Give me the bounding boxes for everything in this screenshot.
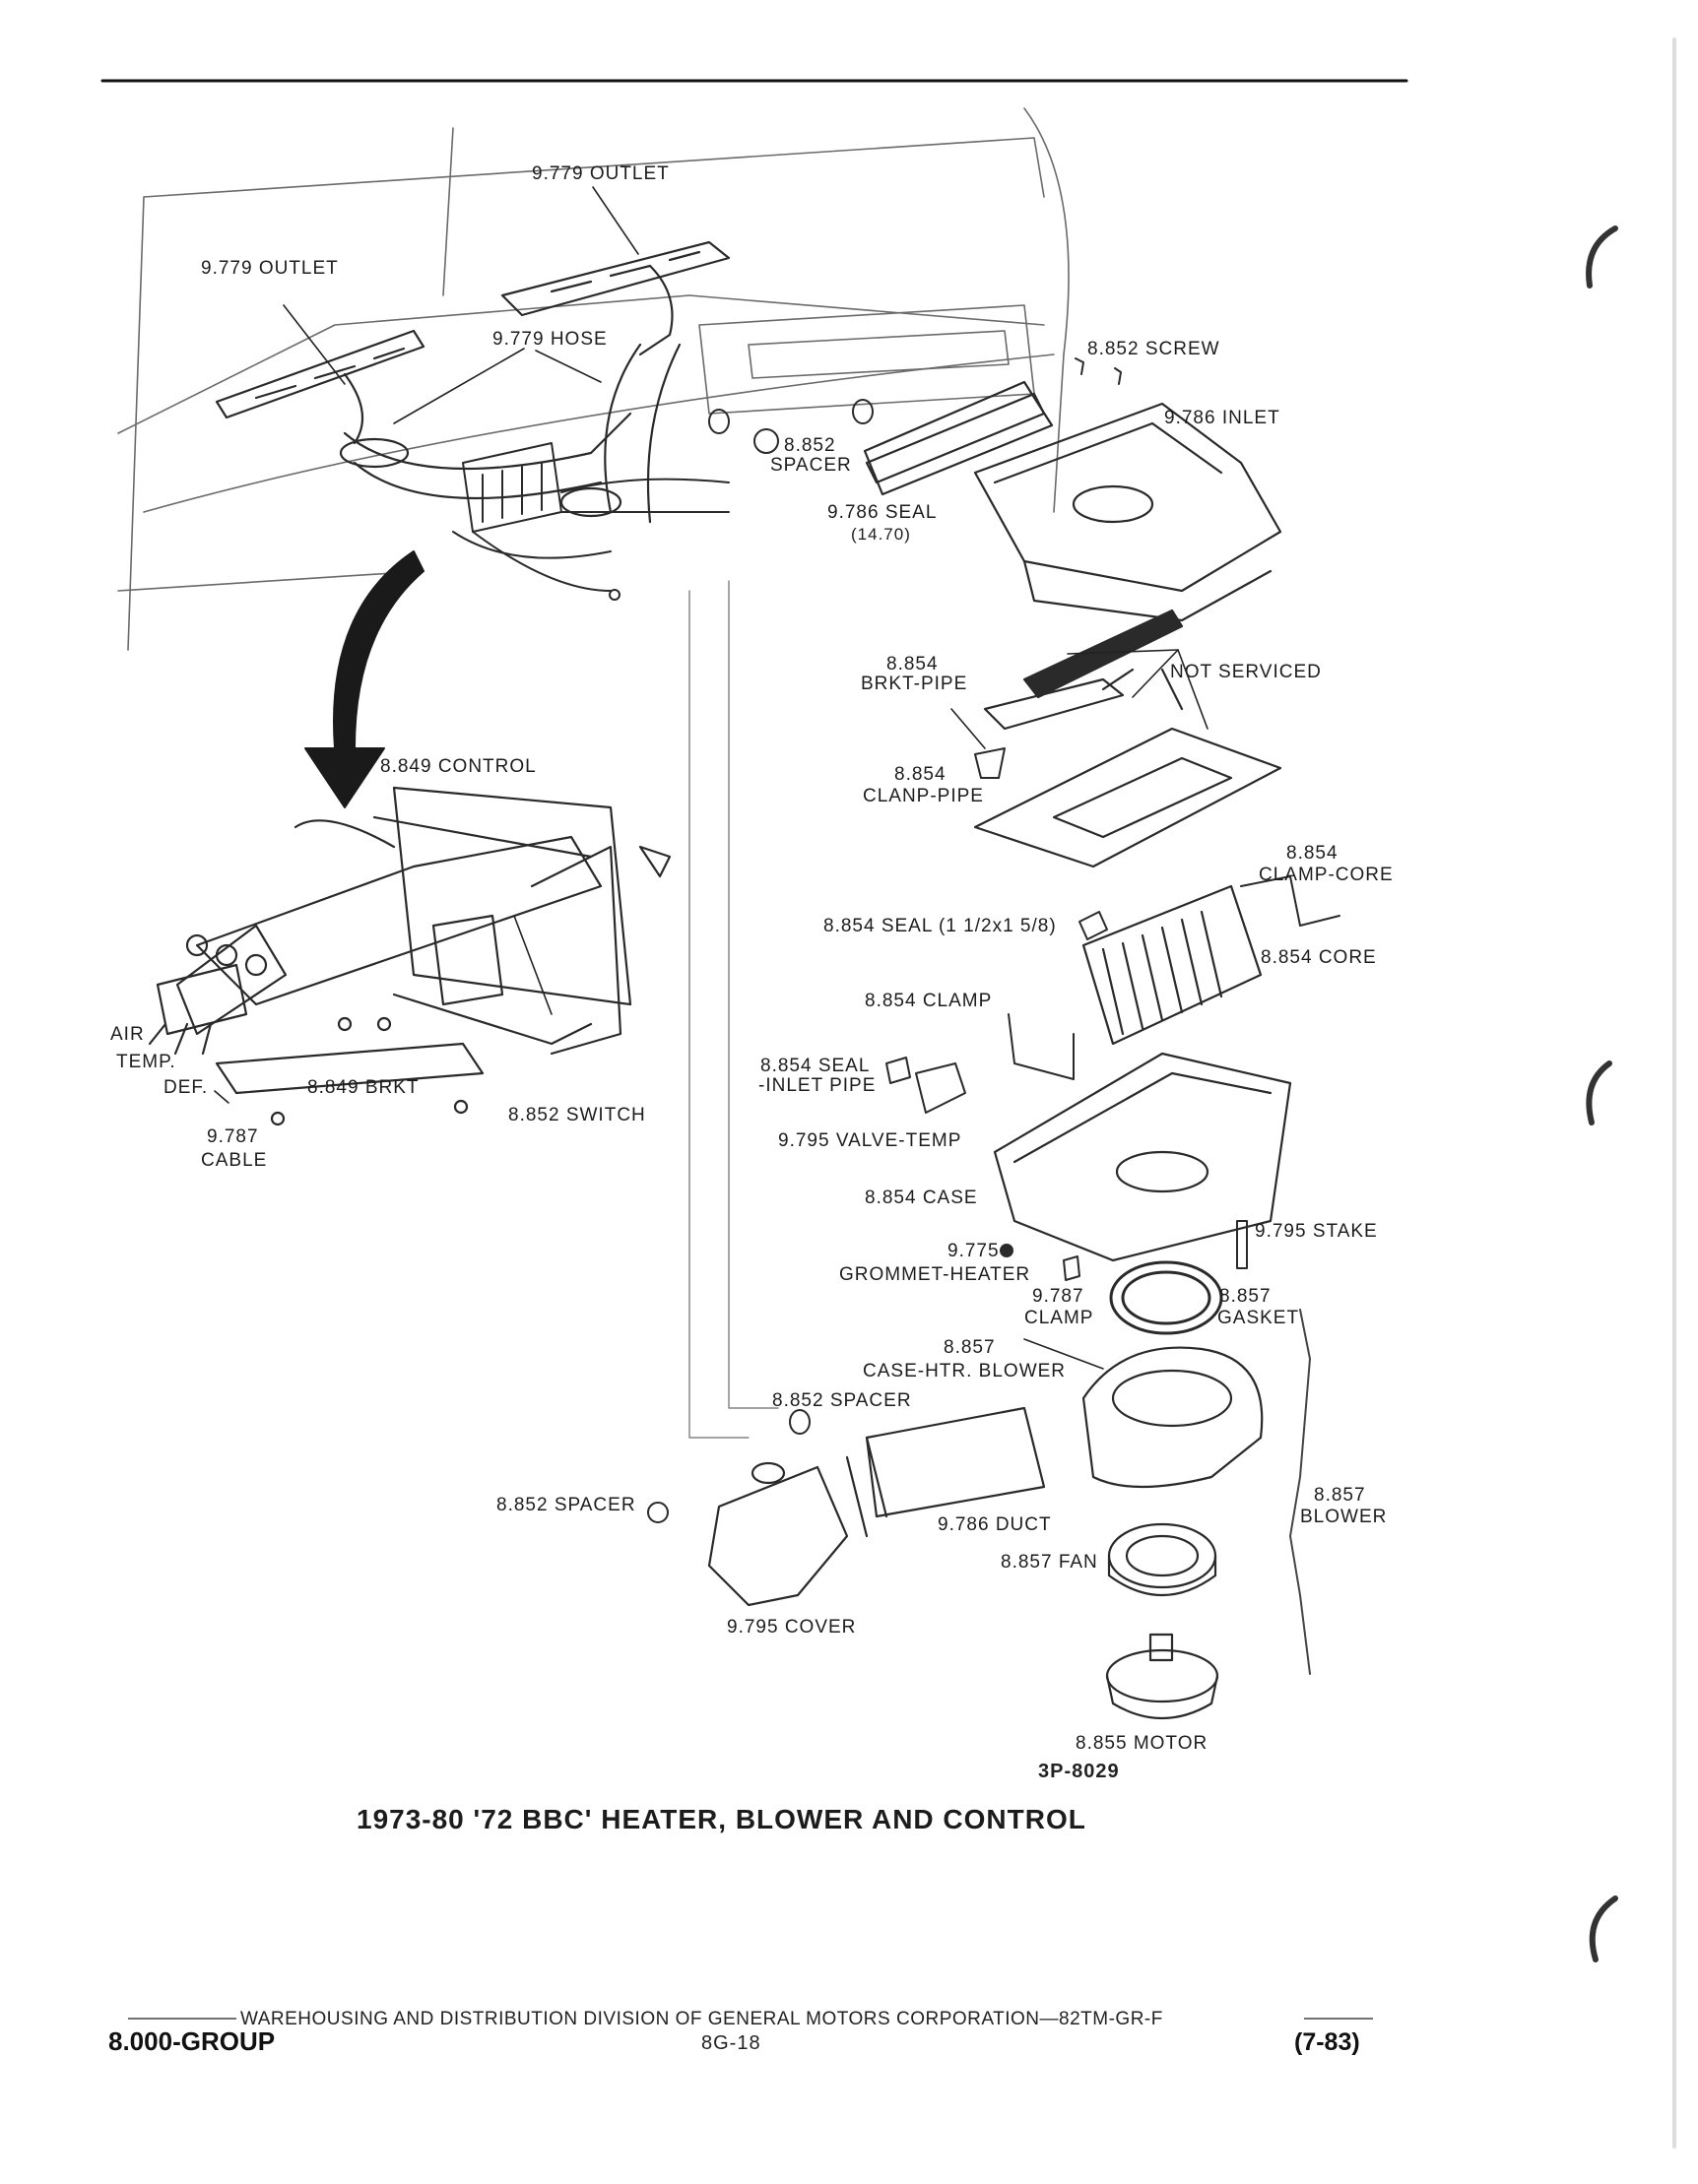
dashboard-outline — [117, 107, 1070, 651]
label-gasket-name: GASKET — [1217, 1308, 1300, 1328]
not-serviced-parts — [983, 609, 1184, 731]
blower-case — [1081, 1346, 1264, 1489]
blower-fan — [1107, 1522, 1217, 1597]
label-brkt-pipe-num: 8.854 — [886, 654, 939, 674]
label-air: AIR — [110, 1024, 145, 1045]
label-case-htr-num: 8.857 — [944, 1337, 996, 1358]
punch-hole-mid — [1586, 1060, 1612, 1125]
label-cover: 9.795 COVER — [727, 1617, 857, 1638]
blower-bracket — [1289, 1309, 1311, 1675]
figure-number: 3P-8029 — [1038, 1761, 1120, 1782]
spacer-left — [647, 1502, 669, 1523]
label-clamp-pipe-name: CLANP-PIPE — [863, 786, 984, 806]
label-clamp2-num: 9.787 — [1032, 1286, 1084, 1307]
spacer-mid — [789, 1409, 811, 1435]
label-def: DEF. — [163, 1077, 209, 1098]
label-outlet-upper: 9.779 OUTLET — [532, 163, 670, 184]
label-clamp2-name: CLAMP — [1024, 1308, 1094, 1328]
grommet — [1000, 1244, 1013, 1257]
label-duct: 9.786 DUCT — [938, 1514, 1052, 1535]
punch-hole-top — [1586, 225, 1618, 289]
label-spacer-upper-num: 8.852 — [784, 435, 836, 456]
footer-division: WAREHOUSING AND DISTRIBUTION DIVISION OF… — [240, 2009, 1163, 2029]
label-grommet-name: GROMMET-HEATER — [839, 1264, 1031, 1285]
label-spacer-upper-name: SPACER — [770, 455, 852, 476]
control-assembly — [148, 786, 672, 1126]
label-grommet-num: 9.775 — [947, 1241, 1000, 1261]
label-spacer-left: 8.852 SPACER — [496, 1495, 636, 1515]
label-blower-num: 8.857 — [1314, 1485, 1366, 1506]
label-hose: 9.779 HOSE — [492, 329, 608, 350]
label-blower-name: BLOWER — [1300, 1507, 1388, 1527]
label-clamp-pipe-num: 8.854 — [894, 764, 947, 785]
label-case: 8.854 CASE — [865, 1188, 978, 1208]
label-inlet: 9.786 INLET — [1164, 408, 1280, 428]
clamp-small — [1063, 1255, 1080, 1281]
label-control: 8.849 CONTROL — [380, 756, 537, 777]
label-temp: TEMP. — [116, 1052, 176, 1072]
clamp-mid — [1008, 1013, 1075, 1080]
seal-small — [1078, 911, 1108, 940]
core-plate — [973, 727, 1282, 868]
label-spacer-mid: 8.852 SPACER — [772, 1390, 912, 1411]
brkt-pipe — [974, 747, 1006, 779]
label-case-htr-name: CASE-HTR. BLOWER — [863, 1361, 1067, 1381]
duct — [845, 1406, 1046, 1538]
heater-core — [1081, 884, 1263, 1046]
label-gasket-num: 8.857 — [1219, 1286, 1272, 1307]
label-cable-num: 9.787 — [207, 1126, 259, 1147]
label-seal-inlet-2: -INLET PIPE — [758, 1075, 877, 1096]
guide-lines — [688, 580, 779, 1439]
control-head-dash — [452, 442, 730, 601]
hose — [339, 343, 682, 524]
label-outlet-left: 9.779 OUTLET — [201, 258, 339, 279]
label-not-serviced: NOT SERVICED — [1170, 662, 1322, 682]
heater-case — [993, 1052, 1292, 1262]
seal-upper — [863, 380, 1054, 496]
label-seal-sub: (14.70) — [851, 525, 911, 544]
label-clamp-core-num: 8.854 — [1286, 843, 1339, 864]
label-motor: 8.855 MOTOR — [1076, 1733, 1208, 1754]
leader-lines — [214, 186, 1208, 1370]
footer-date: (7-83) — [1294, 2028, 1360, 2056]
label-clamp: 8.854 CLAMP — [865, 991, 993, 1011]
inlet-housing — [973, 402, 1282, 622]
label-seal-size: 8.854 SEAL (1 1/2x1 5/8) — [823, 916, 1057, 936]
label-stake: 9.795 STAKE — [1255, 1221, 1378, 1242]
label-brkt-pipe-name: BRKT-PIPE — [861, 674, 968, 694]
label-seal-inlet-1: 8.854 SEAL — [760, 1056, 871, 1076]
stake — [1236, 1220, 1248, 1269]
outlet-upper — [500, 240, 731, 356]
heater-cover — [707, 1461, 849, 1607]
outlet-left — [215, 329, 425, 445]
clamp-core — [1240, 875, 1340, 927]
spacer-upper — [708, 399, 874, 454]
label-fan: 8.857 FAN — [1001, 1552, 1098, 1573]
label-core: 8.854 CORE — [1261, 947, 1377, 968]
valve-temp — [885, 1057, 966, 1114]
label-clamp-core-name: CLAMP-CORE — [1259, 865, 1394, 885]
footer-page-number: 8G-18 — [701, 2032, 761, 2054]
footer-group: 8.000-GROUP — [108, 2026, 276, 2056]
label-valve-temp: 9.795 VALVE-TEMP — [778, 1130, 962, 1151]
screw-upper — [1075, 357, 1122, 385]
direction-arrow — [304, 550, 424, 808]
label-seal-num: 9.786 SEAL — [827, 502, 938, 523]
punch-hole-bottom — [1589, 1895, 1618, 1962]
figure-caption: 1973-80 '72 BBC' HEATER, BLOWER AND CONT… — [357, 1804, 1086, 1834]
label-switch: 8.852 SWITCH — [508, 1105, 646, 1125]
label-screw: 8.852 SCREW — [1087, 339, 1220, 359]
blower-motor — [1105, 1633, 1219, 1719]
label-brkt: 8.849 BRKT — [307, 1077, 420, 1098]
gasket — [1109, 1260, 1223, 1335]
label-cable-name: CABLE — [201, 1150, 268, 1171]
